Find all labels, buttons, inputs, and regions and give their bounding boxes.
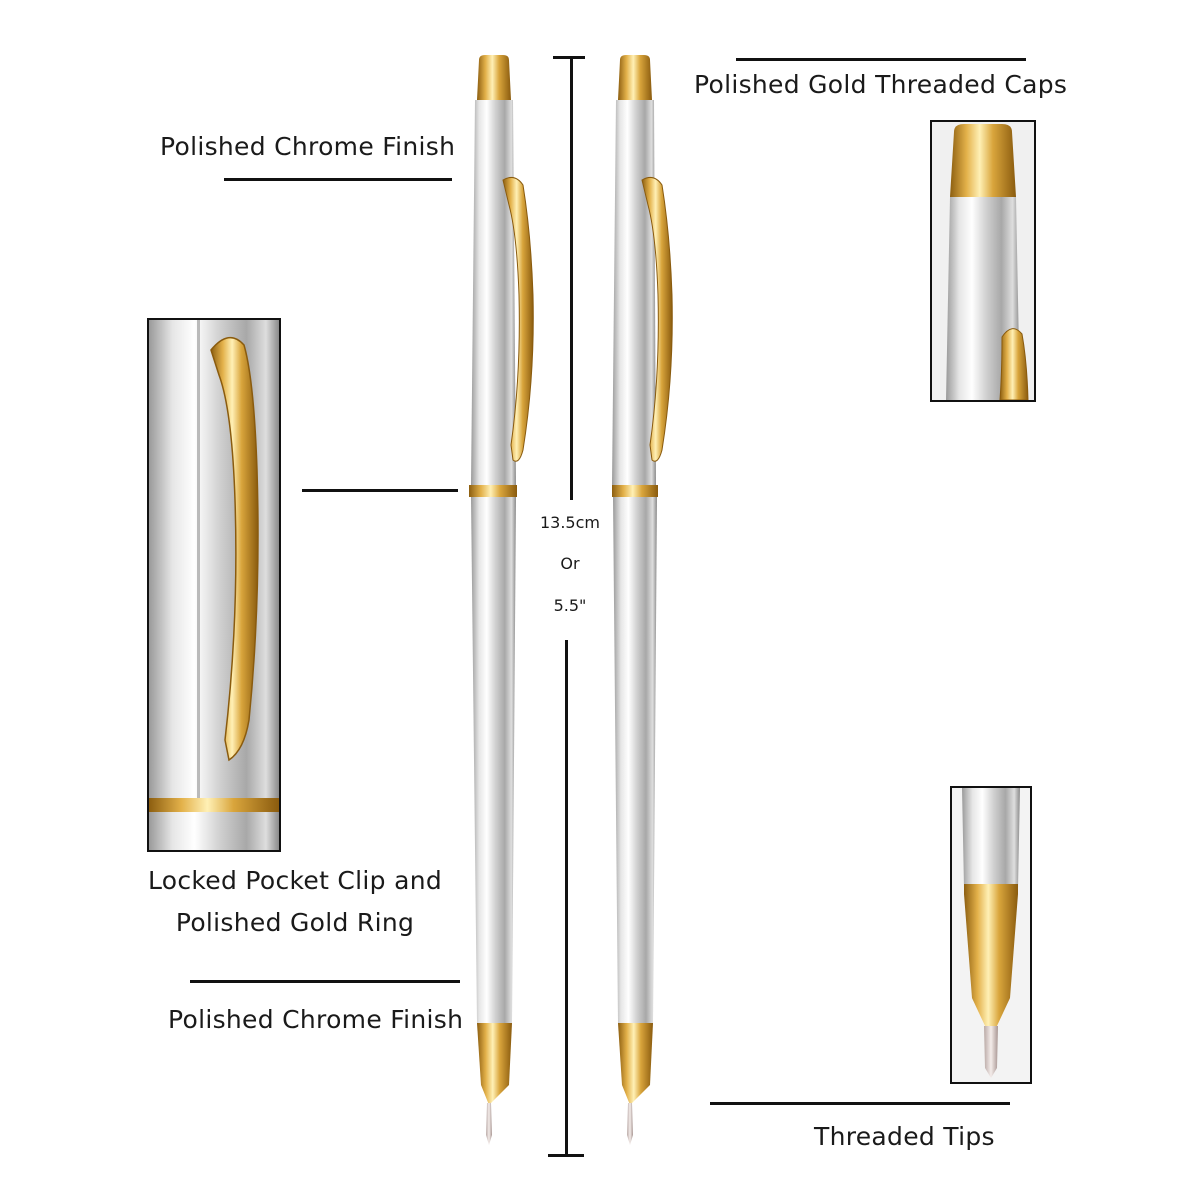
leader-line-clip-ring: [302, 489, 458, 492]
dimension-metric: 13.5cm: [539, 513, 600, 532]
cap-detail-frame: [930, 120, 1036, 402]
tip-detail-frame: [950, 786, 1032, 1084]
label-tips: Threaded Tips: [814, 1122, 995, 1151]
pen-cap-icon: [932, 122, 1034, 400]
leader-line-gold-caps: [736, 58, 1026, 61]
dimension-line-top: [570, 57, 573, 500]
leader-line-chrome-bottom: [190, 980, 460, 983]
dimension-cap-bottom: [548, 1154, 584, 1157]
pen-tip-icon: [952, 788, 1030, 1082]
label-clip-ring-line1: Locked Pocket Clip and: [147, 866, 443, 895]
dimension-line-bottom: [565, 640, 568, 1155]
dimension-cap-top: [553, 56, 585, 59]
label-chrome-top: Polished Chrome Finish: [160, 132, 456, 161]
leader-line-chrome-top: [224, 178, 452, 181]
ballpoint-pen-icon: [469, 55, 534, 1145]
dimension-separator: Or: [560, 554, 580, 573]
label-chrome-bottom: Polished Chrome Finish: [168, 1005, 464, 1034]
leader-line-tips: [710, 1102, 1010, 1105]
dimension-imperial: 5.5": [553, 596, 587, 615]
pocket-clip-icon: [149, 320, 279, 850]
clip-detail-frame: [147, 318, 281, 852]
ballpoint-pen-icon: [612, 55, 673, 1145]
label-gold-caps: Polished Gold Threaded Caps: [694, 70, 1068, 99]
label-clip-ring-line2: Polished Gold Ring: [175, 908, 415, 937]
